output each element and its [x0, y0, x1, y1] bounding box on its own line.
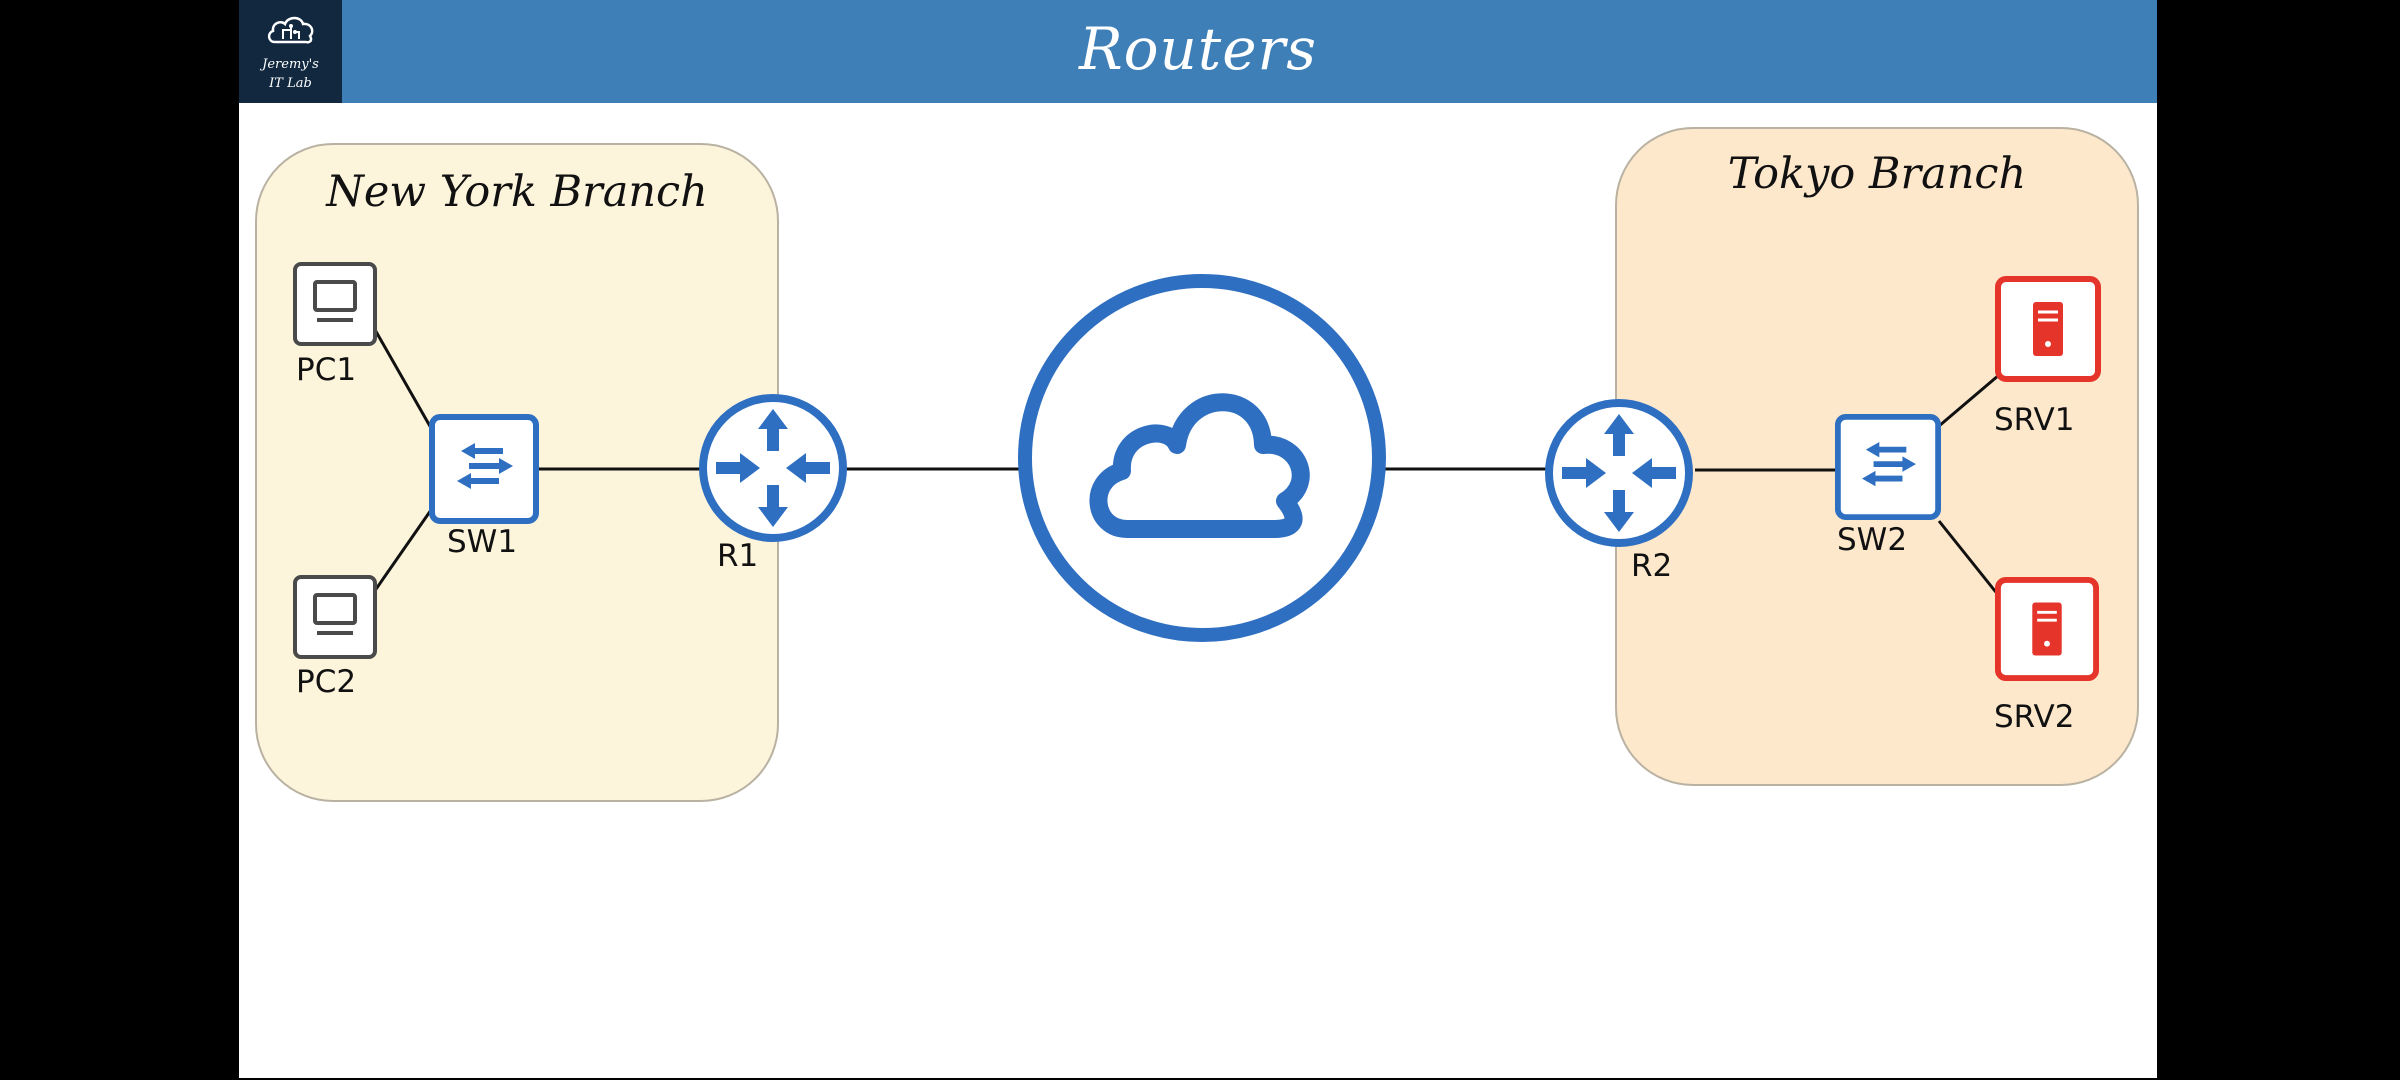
srv2-label: SRV2	[1994, 699, 2075, 735]
connection-lines	[372, 327, 2001, 597]
link-sw2-srv1	[1938, 373, 2000, 428]
switch-icon	[429, 414, 539, 524]
sw2-label: SW2	[1837, 522, 1908, 558]
link-pc2-sw1	[372, 509, 433, 593]
router-icon	[1545, 399, 1693, 547]
sw1-label: SW1	[447, 524, 518, 560]
switch-icon	[1835, 414, 1941, 520]
server-icon	[1995, 577, 2099, 681]
new-york-branch-title: New York Branch	[326, 167, 708, 217]
r1-label: R1	[717, 538, 759, 574]
pc-icon	[293, 575, 377, 659]
server-icon	[1995, 276, 2101, 382]
sw1-node[interactable]	[429, 414, 539, 528]
link-pc1-sw1	[372, 327, 433, 429]
logo: Jeremy's IT Lab	[239, 0, 342, 103]
slide-title: Routers	[1078, 15, 1318, 83]
pc2-label: PC2	[296, 664, 357, 700]
logo-text-line2: IT Lab	[269, 76, 312, 91]
srv1-label: SRV1	[1994, 402, 2075, 438]
sw2-node[interactable]	[1835, 414, 1941, 524]
title-bar: Routers Jeremy's IT Lab	[239, 0, 2157, 103]
r1-node[interactable]	[698, 393, 848, 547]
pc-icon	[293, 262, 377, 346]
internet-cloud-node[interactable]	[1017, 273, 1387, 647]
router-icon	[699, 394, 847, 542]
srv2-node[interactable]	[1995, 577, 2099, 685]
logo-cloud-icon	[267, 16, 314, 44]
tokyo-branch-title: Tokyo Branch	[1727, 149, 2027, 199]
pc2-node[interactable]	[293, 575, 377, 663]
internet-cloud-icon	[1018, 274, 1386, 642]
r2-label: R2	[1631, 548, 1673, 584]
srv1-node[interactable]	[1995, 276, 2101, 386]
logo-text-line1: Jeremy's	[262, 57, 319, 72]
pc1-node[interactable]	[293, 262, 377, 350]
slide: Routers Jeremy's IT Lab New York Branch …	[239, 0, 2157, 1078]
link-sw2-srv2	[1937, 520, 2001, 597]
r2-node[interactable]	[1544, 398, 1694, 552]
pc1-label: PC1	[296, 352, 357, 388]
